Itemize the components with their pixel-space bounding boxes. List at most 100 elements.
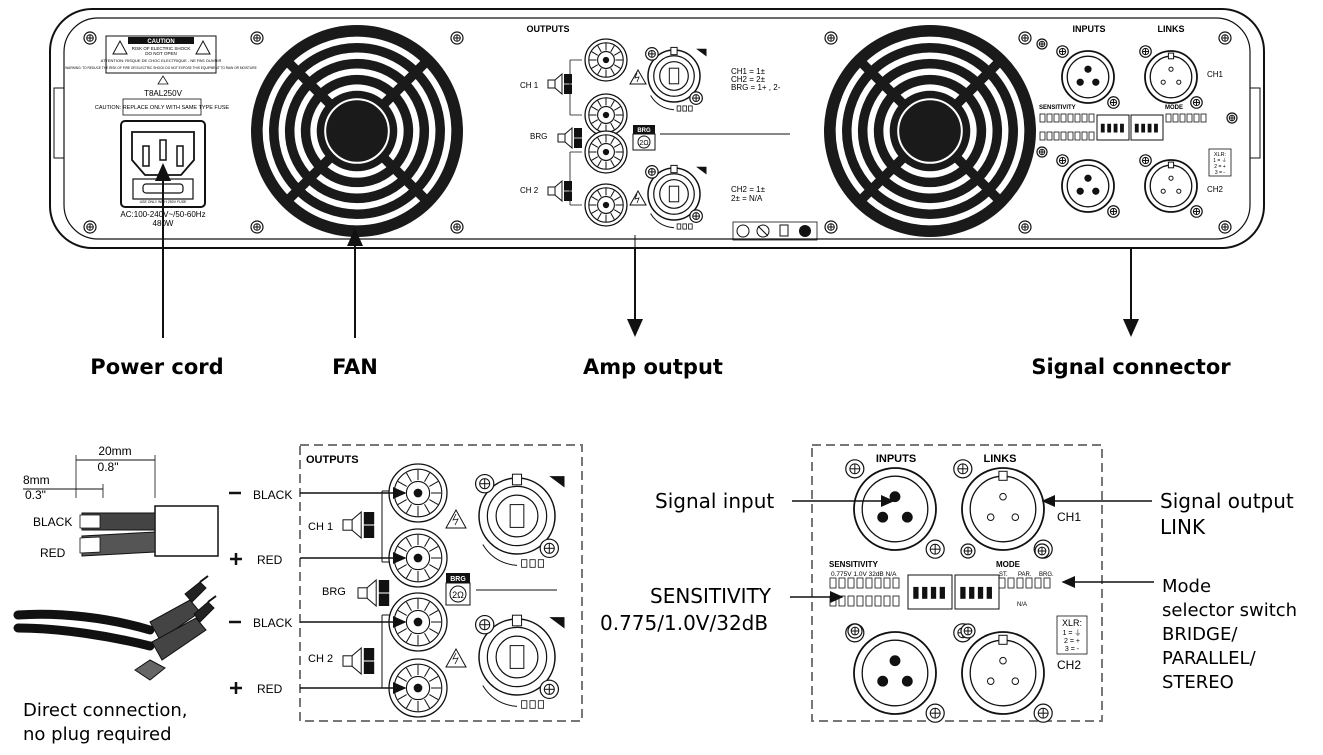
caution-line-1: RISK OF ELECTRIC SHOCK [132,46,191,51]
warning-triangle-icon [445,508,467,529]
speaker-icon [357,578,390,608]
dim-03in: 0.3" [25,488,46,502]
screw-icon [824,220,838,234]
screw-icon [1218,31,1232,45]
ch1-pin-3: BRG = 1+ , 2- [731,83,781,92]
binding-post-icon [388,658,448,718]
detail-links-title: LINKS [984,453,1017,465]
detail-input-ch2: CH2 [1057,658,1081,672]
detail-mode-st: ST. [999,572,1008,578]
screw-icon [250,220,264,234]
screw-icon [1036,38,1048,50]
warning-triangle-icon [629,189,647,206]
speaker-icon [557,126,582,150]
screw-icon [645,47,659,61]
binding-post-icon [388,592,448,652]
panel-screws [83,31,1232,234]
recycle-icon [736,224,750,238]
screw-icon [539,679,560,700]
detail-brg-label: BRG [322,586,346,598]
speaker-icon [547,179,572,203]
screw-icon [450,220,464,234]
sensitivity-range: 0.775/1.0V/32dB [600,611,768,635]
warning-triangle-icon [112,39,128,55]
binding-post-icon [388,463,448,523]
no-disassemble-icon [756,224,770,238]
screw-icon [1056,45,1069,58]
screw-icon [474,473,495,494]
output-ch1-label: CH 1 [520,81,539,90]
xlr-connector-icon [845,459,945,559]
input-ch2-label: CH2 [1207,185,1224,194]
output-brg-label: BRG [530,132,547,141]
detail-xlr-1: 1 = ⏚ [1063,629,1082,637]
binding-post-icon [584,93,628,137]
caution-line-2: DO NOT OPEN [145,51,176,56]
mode-line-2: selector switch [1162,600,1297,621]
fuse-caution: CAUTION: REPLACE ONLY WITH SAME TYPE FUS… [95,105,229,111]
xlr-connector-icon [1139,45,1203,109]
detail-ch1-label: CH 1 [308,521,333,533]
screw-icon [1018,31,1032,45]
screw-icon [1190,205,1203,218]
screw-icon [689,209,703,223]
binding-post-icon [584,38,628,82]
xlr-legend-title: XLR: [1214,152,1227,158]
xlr-connector-icon [953,459,1053,559]
detail-mode-title: MODE [996,560,1021,569]
screw-icon [83,220,97,234]
screw-icon [474,614,495,635]
detail-sensitivity-title: SENSITIVITY [829,560,879,569]
screw-icon [1056,154,1069,167]
screw-icon [83,31,97,45]
detail-sens-values: 0.775V 1.0V 32dB N/A [831,571,897,578]
warning-triangle-icon [629,68,647,85]
link-label: LINK [1160,515,1206,539]
detail-xlr-3: 3 = - [1065,646,1080,653]
detail-inputs-title: INPUTS [876,453,916,465]
detail-brg-badge: BRG [450,576,466,583]
dip-switch-icon [907,574,953,610]
xlr-connector-icon [1139,154,1203,218]
mode-line-4: PARALLEL/ [1162,648,1257,669]
age-icon [799,225,811,237]
detail-input-ch1: CH1 [1057,510,1081,524]
screw-icon [1107,96,1120,109]
screw-icon [689,91,703,105]
screw-icon [925,539,945,559]
mode-label: Mode [1162,576,1211,597]
screw-icon [1018,220,1032,234]
dim-20mm: 20mm [98,444,131,458]
detail-brg-ohm: 2Ω [452,590,464,600]
speakon-icon [474,614,565,709]
input-ch1-label: CH1 [1207,70,1224,79]
sensitivity-title: SENSITIVITY [1039,105,1076,111]
screw-icon [1226,112,1238,124]
screw-icon [960,543,976,559]
speakon-icon [474,473,565,568]
fuse-rating: T8AL250V [144,89,182,98]
callout-signal-connector: Signal connector [1031,355,1231,379]
detail-mode-brg: BRG. [1039,572,1054,578]
cable-strip-diagram: 20mm 0.8" 8mm 0.3" BLACK RED [23,444,219,560]
ch2-pin-2: 2± = N/A [731,194,763,203]
detail-xlr-title: XLR: [1062,618,1082,628]
banana-plugs-illustration [13,575,217,681]
callout-power-cord: Power cord [90,355,223,379]
screw-icon [1107,205,1120,218]
detail-mode-par: PAR. [1018,572,1032,578]
warning-triangle-icon [445,647,467,668]
caution-title: CAUTION [147,39,174,45]
screw-icon [1218,220,1232,234]
direct-connection-line-2: no plug required [23,724,172,745]
speaker-icon [342,646,375,676]
caution-label: CAUTION RISK OF ELECTRIC SHOCK DO NOT OP… [65,35,257,74]
plus-red-label: RED [257,553,283,567]
screw-icon [847,623,863,639]
callout-arrows [155,163,1139,338]
callout-fan: FAN [332,355,378,379]
screw-icon [1033,703,1053,723]
xlr-legend-1: 1 = ⏚ [1213,157,1226,164]
wire-red-label: RED [40,546,66,560]
